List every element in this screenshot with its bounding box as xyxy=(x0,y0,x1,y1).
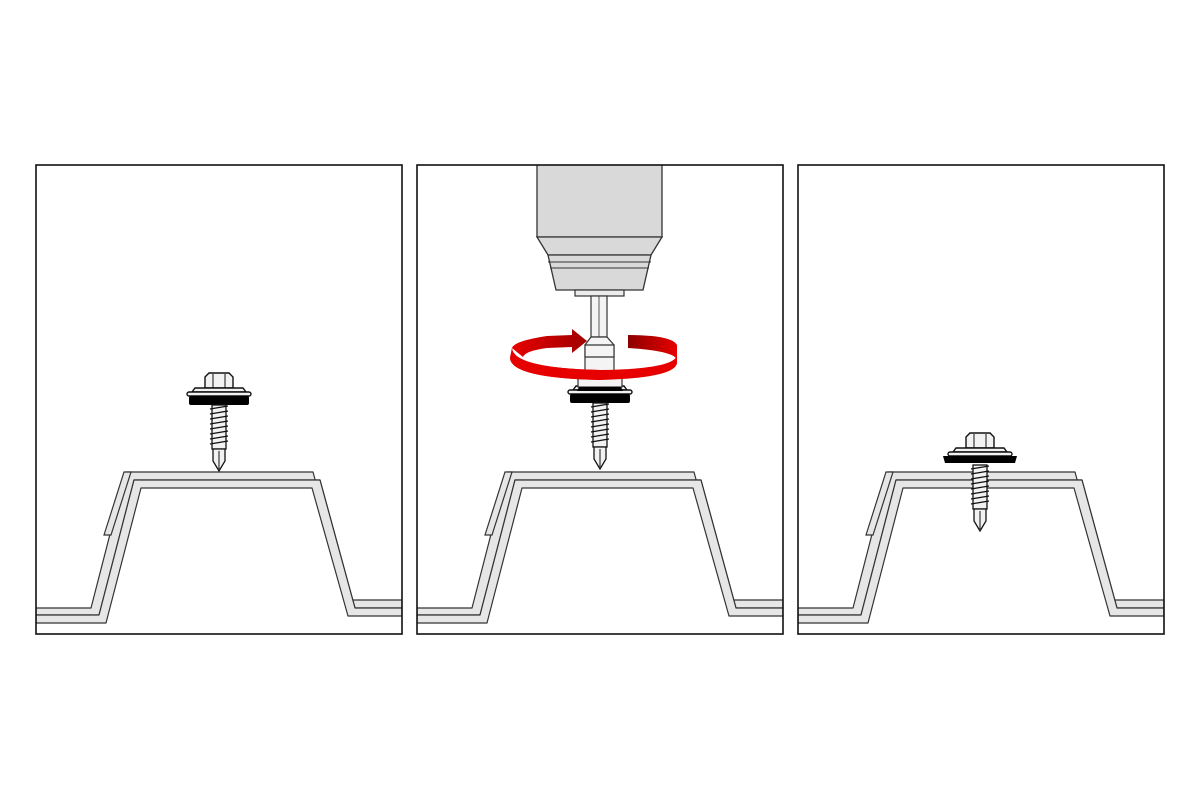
trapezoidal-sheet-icon xyxy=(417,471,783,624)
panel-frame xyxy=(416,164,784,635)
hex-head-screw-icon xyxy=(186,372,252,472)
panel-step-3 xyxy=(797,164,1165,635)
rotation-arrow-icon xyxy=(510,329,677,380)
panel-step-1 xyxy=(35,164,403,635)
hex-head-screw-icon xyxy=(943,432,1017,533)
panel-frame xyxy=(797,164,1165,635)
panel-step-2 xyxy=(416,164,784,635)
panel-frame xyxy=(35,164,403,635)
trapezoidal-sheet-icon xyxy=(36,471,402,624)
